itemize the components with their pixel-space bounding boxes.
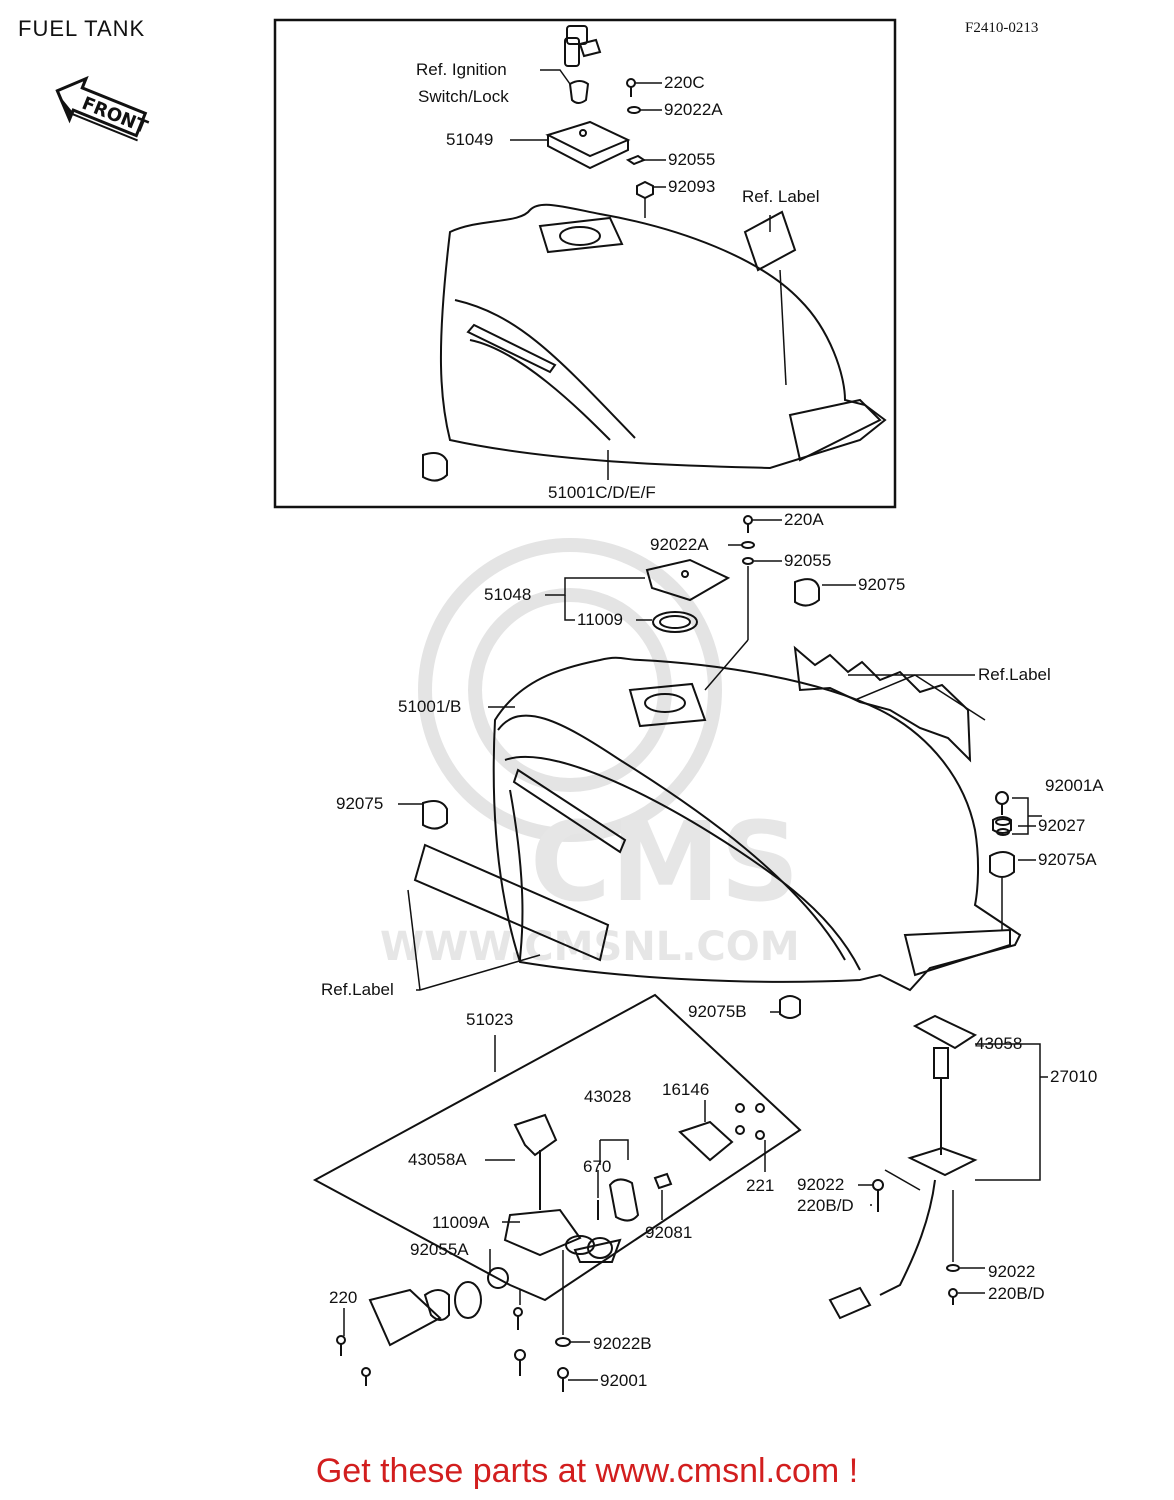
callout-ref-label-top[interactable]: Ref. Label (742, 187, 820, 206)
callout-51048[interactable]: 51048 (484, 585, 532, 604)
callout-92075B[interactable]: 92075B (688, 1002, 747, 1021)
callout-92055-top[interactable]: 92055 (668, 150, 716, 169)
callout-92075A[interactable]: 92075A (1038, 850, 1097, 869)
callout-92055A[interactable]: 92055A (410, 1240, 469, 1259)
callout-92022A-top[interactable]: 92022A (664, 100, 723, 119)
footer-link[interactable]: Get these parts at www.cmsnl.com ! (315, 1452, 859, 1490)
callout-220C[interactable]: 220C (664, 73, 705, 92)
callout-43028[interactable]: 43028 (584, 1087, 632, 1106)
callout-51023[interactable]: 51023 (466, 1010, 514, 1029)
page-title: FUEL TANK (18, 16, 146, 41)
callout-43058[interactable]: 43058 (975, 1034, 1023, 1053)
callout-11009A[interactable]: 11009A (432, 1213, 490, 1232)
callout-92093[interactable]: 92093 (668, 177, 716, 196)
callout-220BD-low[interactable]: 220B/D (988, 1284, 1045, 1303)
callout-92022-low[interactable]: 92022 (988, 1262, 1036, 1281)
diagram-code: F2410-0213 (965, 20, 1039, 36)
callout-51001CDEF[interactable]: 51001C/D/E/F (548, 483, 656, 502)
callout-670[interactable]: 670 (583, 1157, 612, 1176)
callout-221[interactable]: 221 (746, 1176, 775, 1195)
watermark-brand: CMS (530, 798, 799, 926)
callout-51001B[interactable]: 51001/B (398, 697, 462, 716)
callout-92001A[interactable]: 92001A (1045, 776, 1104, 795)
callout-92001[interactable]: 92001 (600, 1371, 648, 1390)
callout-ref-ignition-1[interactable]: Ref. Ignition (416, 60, 507, 79)
callout-220BD-mid[interactable]: 220B/D (797, 1196, 854, 1215)
watermark-logo (418, 538, 722, 842)
callout-43058A[interactable]: 43058A (408, 1150, 467, 1169)
callout-92027[interactable]: 92027 (1038, 816, 1086, 835)
callout-51049[interactable]: 51049 (446, 130, 494, 149)
callout-220A[interactable]: 220A (784, 510, 824, 529)
callout-27010[interactable]: 27010 (1050, 1067, 1098, 1086)
callout-92075-left[interactable]: 92075 (336, 794, 384, 813)
callout-11009[interactable]: 11009 (577, 610, 624, 629)
callout-92075-right[interactable]: 92075 (858, 575, 906, 594)
callout-ref-label-left[interactable]: Ref.Label (321, 980, 394, 999)
front-arrow-icon: FRONT (55, 75, 151, 142)
callout-16146[interactable]: 16146 (662, 1080, 710, 1099)
callout-92081[interactable]: 92081 (645, 1223, 693, 1242)
watermark-url: WWW.CMSNL.COM (380, 924, 800, 970)
callout-ref-ignition-2[interactable]: Switch/Lock (418, 87, 509, 106)
callout-92022B[interactable]: 92022B (593, 1334, 652, 1353)
callout-220[interactable]: 220 (329, 1288, 358, 1307)
callout-92022-mid[interactable]: 92022 (797, 1175, 845, 1194)
callout-ref-label-right[interactable]: Ref.Label (978, 665, 1051, 684)
callout-92055[interactable]: 92055 (784, 551, 832, 570)
callout-92022A[interactable]: 92022A (650, 535, 709, 554)
